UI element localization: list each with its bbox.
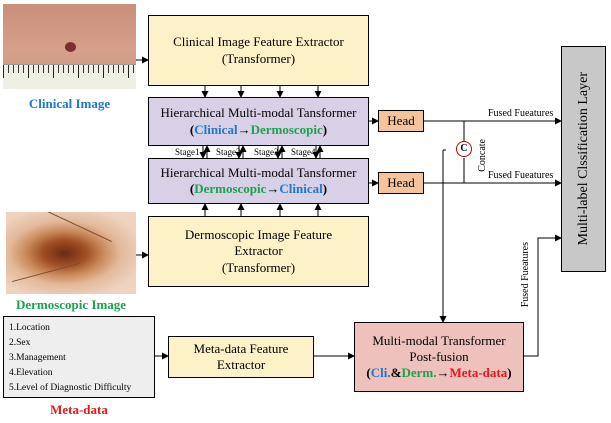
hmt-clinical-to-dermoscopic: Hierarchical Multi-modal Tansformer (Cli…: [148, 97, 369, 146]
clinical-image: [3, 4, 136, 89]
target-modality: Clinical: [279, 181, 323, 196]
source-modality: Clinical: [194, 121, 238, 137]
paren: (: [189, 181, 195, 196]
meta-item: 5.Level of Diagnostic Difficulty: [9, 383, 132, 393]
right-arrow-icon: →: [237, 121, 251, 137]
ampersand: &: [390, 365, 402, 381]
derm-extractor-subtitle: (Transformer): [221, 259, 296, 275]
hmt-bottom-direction: (Dermoscopic→Clinical): [190, 181, 327, 197]
caption-meta: Meta-data: [50, 402, 108, 417]
clinical-extractor-title: Clinical Image Feature Extractor: [173, 34, 344, 50]
clinical-extractor-subtitle: (Transformer): [221, 50, 296, 66]
fused-features-label-bottom: Fused Fueatures: [488, 170, 554, 181]
mole-shape: [65, 42, 76, 52]
target-modality: Dermoscopic: [250, 121, 323, 137]
concat-symbol: C: [460, 143, 468, 154]
derm-extractor-title-2: Extractor: [234, 243, 283, 259]
meta-extractor-title: Meta-data Feature: [193, 340, 289, 356]
stage-label: Stage3: [254, 147, 279, 157]
stage-arrows: [199, 145, 324, 159]
paren: (: [366, 365, 371, 381]
head-label: Head: [387, 174, 415, 190]
hmt-dermoscopic-to-clinical: Hierarchical Multi-modal Tansformer (Der…: [148, 158, 369, 204]
source-modality: Dermoscopic: [194, 181, 267, 196]
post-fusion-title: Multi-modal Transformer: [372, 332, 506, 348]
meta-data-feature-extractor: Meta-data Feature Extractor: [168, 336, 314, 378]
classifier-label: Multi-label Clssification Layer: [575, 72, 591, 246]
arrows-clinical-to-hmt: [201, 86, 322, 98]
dermoscopic-feature-extractor: Dermoscopic Image Feature Extractor (Tra…: [148, 216, 369, 287]
arrow-fusion-classifier: [524, 234, 562, 357]
arrows-derm-to-hmt: [201, 203, 322, 216]
multimodal-post-fusion: Multi-modal Transformer Post-fusion (Cli…: [354, 322, 524, 392]
head-bottom: Head: [378, 172, 424, 194]
right-arrow-icon: →: [436, 365, 450, 381]
meta-item: 1.Location: [9, 323, 50, 333]
meta-item: 2.Sex: [9, 338, 31, 348]
head-top: Head: [378, 110, 424, 132]
dermoscopic-image: [6, 212, 136, 294]
caption-dermoscopic: Dermoscopic Image: [15, 297, 127, 312]
concat-label: Concate: [477, 139, 488, 172]
paren: ): [507, 365, 512, 381]
hmt-top-direction: (Clinical→Dermoscopic): [190, 122, 327, 138]
post-fusion-direction: (Cli.&Derm.→Meta-data): [366, 365, 511, 381]
stage-label: Stage4: [291, 147, 316, 157]
fused-features-label-vertical: Fused Fueatures: [520, 242, 531, 308]
meta-item: 3.Management: [9, 353, 66, 363]
hmt-top-title: Hierarchical Multi-modal Tansformer: [160, 105, 357, 121]
paren: (: [189, 121, 195, 137]
modality-meta: Meta-data: [449, 365, 508, 381]
right-arrow-icon: →: [266, 181, 280, 196]
paren: ): [322, 121, 328, 137]
paren: ): [322, 181, 328, 196]
meta-item: 4.Elevation: [9, 368, 53, 378]
hmt-bottom-title: Hierarchical Multi-modal Tansformer: [160, 164, 357, 180]
meta-extractor-title-2: Extractor: [216, 357, 266, 372]
modality-clinical: Cli.: [370, 365, 391, 381]
concat-circle: C: [456, 141, 472, 157]
ruler-shape: [3, 64, 136, 89]
stage-label: Stage2: [216, 147, 241, 157]
fused-features-label-top: Fused Fueatures: [488, 108, 554, 119]
meta-data-list: 1.Location 2.Sex 3.Management 4.Elevatio…: [3, 316, 155, 398]
post-fusion-subtitle: Post-fusion: [409, 348, 469, 364]
stage-label: Stage1: [175, 147, 200, 157]
caption-clinical: Clinical Image: [28, 96, 111, 111]
clinical-feature-extractor: Clinical Image Feature Extractor (Transf…: [148, 15, 369, 86]
head-label: Head: [387, 112, 415, 128]
modality-dermoscopic: Derm.: [401, 365, 437, 381]
derm-extractor-title: Dermoscopic Image Feature: [184, 227, 333, 243]
multi-label-classification-layer: Multi-label Clssification Layer: [561, 46, 606, 272]
